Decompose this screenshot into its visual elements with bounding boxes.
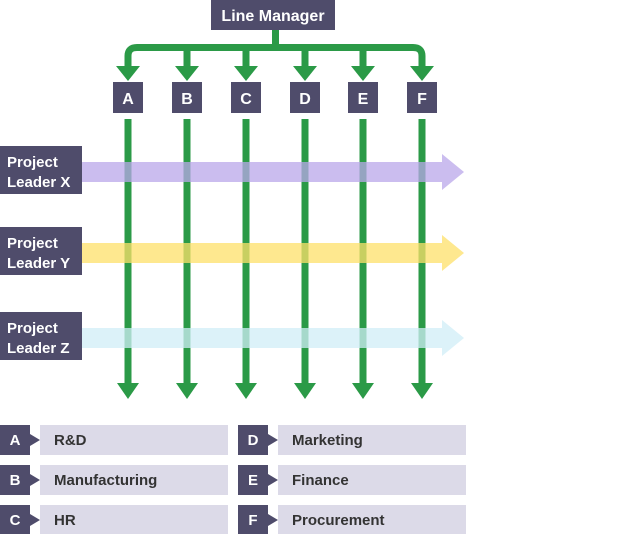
dept-arrowhead bbox=[410, 66, 434, 81]
dept-box-letter: C bbox=[240, 91, 252, 108]
project-band-arrow bbox=[82, 320, 464, 356]
dept-box-e bbox=[348, 82, 378, 113]
legend-dept-name: Marketing bbox=[292, 432, 363, 449]
legend-label-bg bbox=[278, 425, 466, 455]
legend-letter-box bbox=[238, 465, 278, 495]
dept-line-arrowhead bbox=[352, 383, 374, 399]
legend-dept-name: Finance bbox=[292, 472, 349, 489]
project-band-arrow bbox=[82, 235, 464, 271]
dept-line-arrowhead bbox=[235, 383, 257, 399]
legend-item-b: B Manufacturing bbox=[0, 465, 228, 495]
project-leader-line1: Project bbox=[7, 235, 58, 252]
dept-stub bbox=[242, 47, 250, 68]
legend-label-bg bbox=[278, 505, 466, 534]
legend-label-bg bbox=[40, 505, 228, 534]
legend-letter: F bbox=[248, 512, 257, 529]
legend-item-f: F Procurement bbox=[238, 505, 466, 534]
legend-letter-box bbox=[0, 505, 40, 534]
dept-line-arrowhead bbox=[117, 383, 139, 399]
dept-stub bbox=[359, 47, 367, 68]
dept-box-d bbox=[290, 82, 320, 113]
project-leader-box bbox=[0, 227, 82, 275]
dept-box-letter: E bbox=[358, 91, 369, 108]
legend-dept-name: Manufacturing bbox=[54, 472, 157, 489]
dept-arrowhead bbox=[351, 66, 375, 81]
legend-label-bg bbox=[278, 465, 466, 495]
legend-item-c: C HR bbox=[0, 505, 228, 534]
project-leader-line1: Project bbox=[7, 154, 58, 171]
project-leader-line2: Leader X bbox=[7, 174, 70, 191]
project-band-arrow bbox=[82, 154, 464, 190]
project-leader-box bbox=[0, 146, 82, 194]
dept-stub bbox=[301, 47, 309, 68]
dept-line-arrowhead bbox=[176, 383, 198, 399]
dept-box-letter: A bbox=[122, 91, 134, 108]
dept-box-c bbox=[231, 82, 261, 113]
legend-dept-name: Procurement bbox=[292, 512, 385, 529]
legend-label-bg bbox=[40, 425, 228, 455]
dept-arrowhead bbox=[293, 66, 317, 81]
distribution-bar bbox=[124, 44, 426, 70]
dept-box-letter: F bbox=[417, 91, 427, 108]
legend-letter: D bbox=[248, 432, 259, 449]
project-bands bbox=[82, 154, 464, 356]
department-boxes: A B C D E F bbox=[113, 82, 437, 113]
legend-item-e: E Finance bbox=[238, 465, 466, 495]
dept-arrowhead bbox=[175, 66, 199, 81]
line-manager-label: Line Manager bbox=[221, 8, 324, 25]
project-leader-line2: Leader Z bbox=[7, 340, 70, 357]
line-manager: Line Manager bbox=[211, 0, 335, 30]
legend-label-bg bbox=[40, 465, 228, 495]
legend-letter: B bbox=[10, 472, 21, 489]
dept-box-a bbox=[113, 82, 143, 113]
project-leader-box bbox=[0, 312, 82, 360]
project-leader-line1: Project bbox=[7, 320, 58, 337]
legend-dept-name: HR bbox=[54, 512, 76, 529]
dept-line-arrowhead bbox=[294, 383, 316, 399]
line-manager-stem bbox=[272, 30, 279, 48]
legend-letter-box bbox=[238, 425, 278, 455]
legend-letter-box bbox=[0, 425, 40, 455]
legend-dept-name: R&D bbox=[54, 432, 87, 449]
dept-box-letter: B bbox=[181, 91, 193, 108]
legend-letter: A bbox=[10, 432, 21, 449]
legend-letter: C bbox=[10, 512, 21, 529]
dept-stub bbox=[183, 47, 191, 68]
legend-item-d: D Marketing bbox=[238, 425, 466, 455]
dept-line-arrowhead bbox=[411, 383, 433, 399]
dept-arrowhead bbox=[116, 66, 140, 81]
dept-box-letter: D bbox=[299, 91, 311, 108]
legend-letter: E bbox=[248, 472, 258, 489]
project-leader-line2: Leader Y bbox=[7, 255, 70, 272]
dept-arrowhead bbox=[234, 66, 258, 81]
dept-box-f bbox=[407, 82, 437, 113]
dept-box-b bbox=[172, 82, 202, 113]
line-manager-box bbox=[211, 0, 335, 30]
legend-letter-box bbox=[0, 465, 40, 495]
legend-item-a: A R&D bbox=[0, 425, 228, 455]
legend-letter-box bbox=[238, 505, 278, 534]
